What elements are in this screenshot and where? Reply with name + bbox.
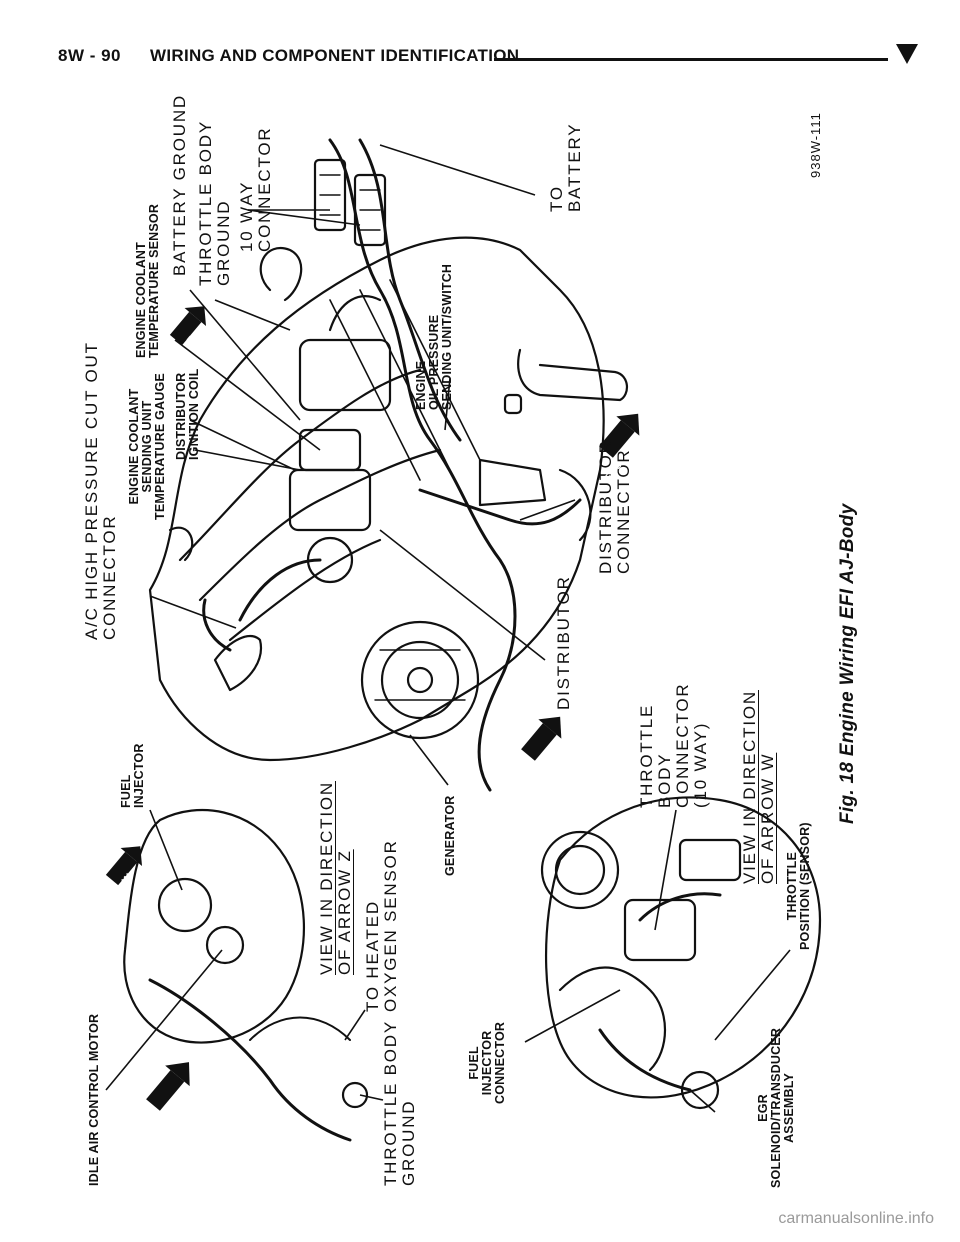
distributor-shape bbox=[288, 428, 372, 584]
engine-wiring-diagram bbox=[105, 138, 822, 1142]
label-coolant-sending-unit: ENGINE COOLANT SENDING UNIT TEMPERATURE … bbox=[127, 373, 168, 520]
label-idle-air-control: IDLE AIR CONTROL MOTOR bbox=[87, 1013, 101, 1186]
label-throttle-body-connector: THROTTLE BODY CONNECTOR (10 WAY) bbox=[637, 682, 710, 808]
label-ac-connector: A/C HIGH PRESSURE CUT OUT CONNECTOR bbox=[82, 341, 119, 640]
label-ten-way-connector: 10 WAY CONNECTOR bbox=[237, 126, 274, 252]
label-oil-pressure: ENGINE OIL PRESSURE SENDING UNIT/SWITCH bbox=[414, 263, 455, 410]
label-throttle-body-ground-top: THROTTLE BODY GROUND bbox=[196, 119, 233, 286]
label-fuel-injector-connector: FUEL INJECTOR CONNECTOR bbox=[467, 1021, 508, 1104]
label-egr-solenoid: EGR SOLENOID/TRANSDUCER ASSEMBLY bbox=[756, 1027, 797, 1188]
figure-caption: Fig. 18 Engine Wiring EFI AJ-Body bbox=[837, 503, 858, 824]
label-battery-ground: BATTERY GROUND bbox=[170, 93, 189, 276]
label-throttle-position: THROTTLE POSITION (SENSOR) bbox=[785, 822, 813, 950]
engine-block-outline bbox=[148, 236, 605, 762]
label-to-battery: TO BATTERY bbox=[547, 122, 584, 212]
throttle-body-view-w bbox=[540, 796, 822, 1110]
ten-way-connector-shapes bbox=[313, 158, 387, 247]
label-throttle-body-ground-bottom: THROTTLE BODY GROUND bbox=[381, 1019, 418, 1186]
mounting-brackets bbox=[478, 348, 628, 542]
ac-connector-area bbox=[168, 526, 263, 692]
page-header: 8W - 90 WIRING AND COMPONENT IDENTIFICAT… bbox=[58, 44, 918, 78]
thermostat-housing bbox=[259, 247, 392, 412]
label-coolant-temp-sensor: ENGINE COOLANT TEMPERATURE SENSOR bbox=[134, 203, 162, 358]
page-number: 8W - 90 bbox=[58, 46, 122, 65]
leader-lines bbox=[105, 144, 791, 1113]
label-to-heated-oxygen: TO HEATED OXYGEN SENSOR bbox=[363, 839, 400, 1012]
wiring-harness bbox=[202, 138, 582, 792]
watermark: carmanualsonline.info bbox=[778, 1210, 934, 1227]
view-z-title: VIEW IN DIRECTION OF ARROW Z bbox=[317, 781, 354, 975]
generator-shape bbox=[360, 620, 480, 740]
fwd-arrows bbox=[105, 306, 640, 1111]
label-generator: GENERATOR bbox=[443, 795, 457, 876]
throttle-body-view-z bbox=[123, 808, 369, 1142]
section-title: WIRING AND COMPONENT IDENTIFICATION bbox=[150, 46, 520, 65]
label-fuel-injector: FUEL INJECTOR bbox=[119, 743, 147, 808]
header-rule bbox=[494, 58, 888, 61]
label-distributor-ignition-coil: DISTRIBUTOR IGNITION COIL bbox=[174, 368, 202, 461]
view-w-title: VIEW IN DIRECTION OF ARROW W bbox=[740, 690, 777, 884]
section-end-triangle-icon bbox=[896, 44, 918, 64]
label-distributor: DISTRIBUTOR bbox=[554, 575, 573, 710]
figure-code: 938W-111 bbox=[808, 112, 823, 178]
